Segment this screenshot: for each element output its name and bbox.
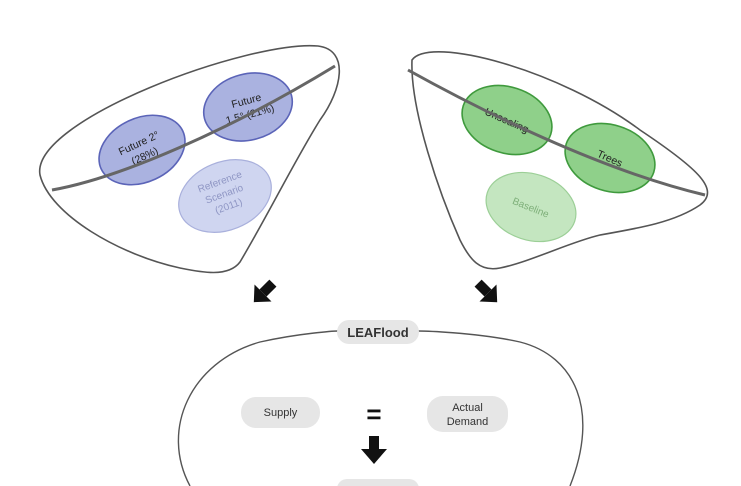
- bubble-trees: [564, 122, 656, 194]
- left-funnel: Reference Scenario (2011) Future 2° (28%…: [39, 44, 341, 274]
- output-pill: [337, 479, 419, 486]
- demand-line-2: Demand: [447, 416, 489, 428]
- supply-pill: [241, 397, 320, 428]
- right-funnel: Baseline Unsealing Trees: [407, 51, 709, 270]
- left-funnel-rim: [51, 64, 336, 192]
- right-funnel-rim: [407, 68, 706, 197]
- model-funnel: LEAFlood Supply = Actual Demand: [177, 320, 584, 486]
- demand-pill: [427, 396, 508, 432]
- arrow-left-down: [253, 279, 277, 303]
- bubble-reference-scenario: [178, 159, 272, 233]
- bubble-future-1-5: [202, 72, 294, 142]
- model-title: LEAFlood: [347, 325, 408, 340]
- arrow-right-down: [474, 279, 498, 303]
- bubble-baseline: [485, 171, 577, 243]
- bubble-future-2: [98, 114, 186, 186]
- model-title-pill: [337, 320, 419, 344]
- equals-sign: =: [366, 399, 381, 429]
- arrow-down-model: [361, 436, 387, 464]
- demand-line-1: Actual: [452, 402, 483, 414]
- model-funnel-outline: [177, 330, 584, 486]
- left-funnel-body: [39, 44, 341, 274]
- supply-label: Supply: [264, 407, 298, 419]
